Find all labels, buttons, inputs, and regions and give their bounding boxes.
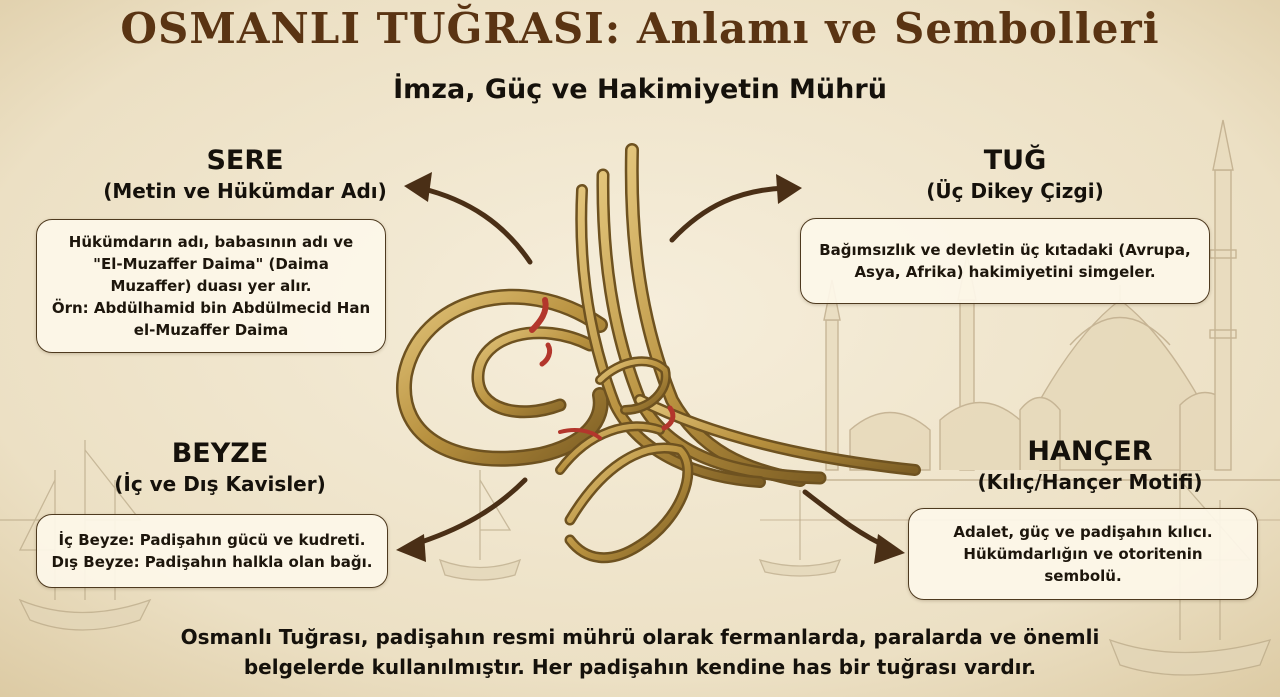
tug-heading: TUĞ <box>983 145 1047 176</box>
sere-desc-line: Muzaffer) duası yer alır. <box>110 277 312 295</box>
footer-text: Osmanlı Tuğrası, padişahın resmi mührü o… <box>0 622 1280 682</box>
hancer-heading-group: HANÇER (Kılıç/Hançer Motifi) <box>950 436 1230 496</box>
arrow-heads <box>396 172 905 564</box>
page-subtitle: İmza, Güç ve Hakimiyetin Mührü <box>393 74 887 105</box>
tug-subheading: (Üç Dikey Çizgi) <box>926 179 1104 203</box>
hancer-desc-line: Hükümdarlığın ve otoritenin <box>963 545 1203 563</box>
sere-heading: SERE <box>206 145 284 176</box>
sere-desc-line: "El-Muzaffer Daima" (Daima <box>93 255 329 273</box>
hancer-description: Adalet, güç ve padişahın kılıcı. Hükümda… <box>953 521 1212 587</box>
tug-desc-line: Bağımsızlık ve devletin üç kıtadaki (Avr… <box>819 241 1191 259</box>
sere-desc-line: el-Muzaffer Daima <box>133 321 289 339</box>
hancer-heading: HANÇER <box>1027 436 1153 467</box>
hancer-desc-line: Adalet, güç ve padişahın kılıcı. <box>953 523 1213 541</box>
page-title: OSMANLI TUĞRASI: Anlamı ve Sembolleri <box>120 4 1160 53</box>
hancer-desc-line: sembolü. <box>1044 567 1122 585</box>
beyze-description: İç Beyze: Padişahın gücü ve kudreti. Dış… <box>52 529 373 573</box>
tug-description-box: Bağımsızlık ve devletin üç kıtadaki (Avr… <box>800 218 1210 304</box>
beyze-desc-line: İç Beyze: Padişahın gücü ve kudreti. <box>58 531 366 549</box>
footer-line: belgelerde kullanılmıştır. Her padişahın… <box>243 655 1037 679</box>
sere-description: Hükümdarın adı, babasının adı ve "El-Muz… <box>52 231 370 341</box>
beyze-description-box: İç Beyze: Padişahın gücü ve kudreti. Dış… <box>36 514 388 588</box>
tug-description: Bağımsızlık ve devletin üç kıtadaki (Avr… <box>819 239 1190 283</box>
tughra-calligraphy-icon <box>396 143 921 564</box>
tug-heading-group: TUĞ (Üç Dikey Çizgi) <box>885 145 1145 205</box>
hancer-subheading: (Kılıç/Hançer Motifi) <box>977 470 1203 494</box>
sere-desc-line: Hükümdarın adı, babasının adı ve <box>68 233 354 251</box>
sere-description-box: Hükümdarın adı, babasının adı ve "El-Muz… <box>36 219 386 353</box>
beyze-heading: BEYZE <box>171 438 269 469</box>
beyze-subheading: (İç ve Dış Kavisler) <box>114 472 326 496</box>
tug-desc-line: Asya, Afrika) hakimiyetini simgeler. <box>854 263 1156 281</box>
sere-heading-group: SERE (Metin ve Hükümdar Adı) <box>90 145 400 205</box>
beyze-heading-group: BEYZE (İç ve Dış Kavisler) <box>80 438 360 498</box>
sere-desc-line: Örn: Abdülhamid bin Abdülmecid Han <box>51 299 371 317</box>
footer-line: Osmanlı Tuğrası, padişahın resmi mührü o… <box>180 625 1100 649</box>
beyze-desc-line: Dış Beyze: Padişahın halkla olan bağı. <box>51 553 373 571</box>
sere-subheading: (Metin ve Hükümdar Adı) <box>103 179 387 203</box>
hancer-description-box: Adalet, güç ve padişahın kılıcı. Hükümda… <box>908 508 1258 600</box>
